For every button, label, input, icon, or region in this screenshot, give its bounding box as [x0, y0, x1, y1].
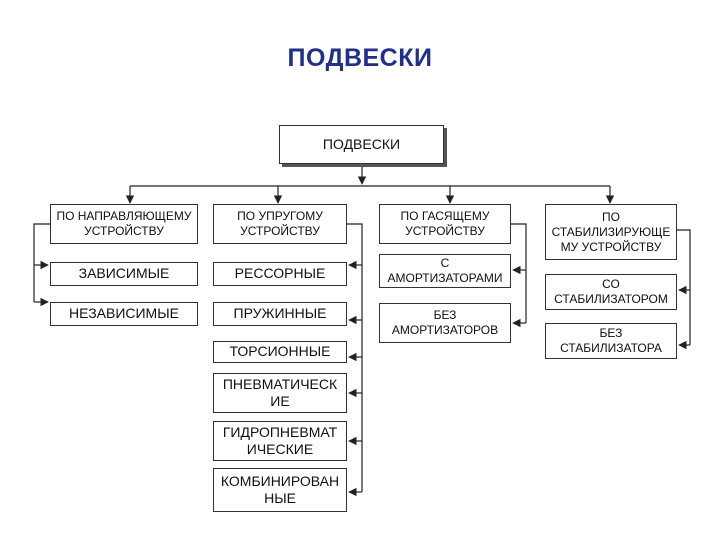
type-nezavisimye: НЕЗАВИСИМЫЕ: [50, 302, 198, 326]
slide-title: ПОДВЕСКИ: [287, 44, 433, 72]
category-elastic-device: ПО УПРУГОМУ УСТРОЙСТВУ: [213, 204, 347, 244]
col1-bracket-line: [33, 223, 50, 302]
type-zavisimye: ЗАВИСИМЫЕ: [50, 262, 198, 286]
type-ressornye: РЕССОРНЫЕ: [213, 262, 347, 286]
type-pnevmaticheskie: ПНЕВМАТИЧЕСК ИЕ: [213, 373, 347, 413]
category-guiding-device: ПО НАПРАВЛЯЮЩЕМУ УСТРОЙСТВУ: [50, 204, 198, 244]
root-node: ПОДВЕСКИ: [279, 125, 444, 164]
type-so-stabilizatorom: СО СТАБИЛИЗАТОРОМ: [545, 274, 677, 310]
category-stabilizing-device: ПО СТАБИЛИЗИРУЮЩЕ МУ УСТРОЙСТВУ: [545, 204, 677, 260]
type-gidropnevmaticheskie: ГИДРОПНЕВМАТ ИЧЕСКИЕ: [213, 421, 347, 461]
col4-bracket-line: [677, 229, 691, 345]
type-torsionnye: ТОРСИОННЫЕ: [213, 341, 347, 363]
type-kombinirovannye: КОМБИНИРОВАН НЫЕ: [213, 468, 347, 512]
col2-bracket-line: [347, 223, 363, 492]
type-pruzhinnye: ПРУЖИННЫЕ: [213, 302, 347, 326]
type-bez-amortizatorov: БЕЗ АМОРТИЗАТОРОВ: [379, 303, 511, 343]
type-bez-stabilizatora: БЕЗ СТАБИЛИЗАТОРА: [545, 323, 677, 359]
category-damping-device: ПО ГАСЯЩЕМУ УСТРОЙСТВУ: [379, 204, 511, 244]
col3-bracket-line: [511, 223, 527, 323]
type-s-amortizatorami: С АМОРТИЗАТОРАМИ: [379, 254, 511, 288]
